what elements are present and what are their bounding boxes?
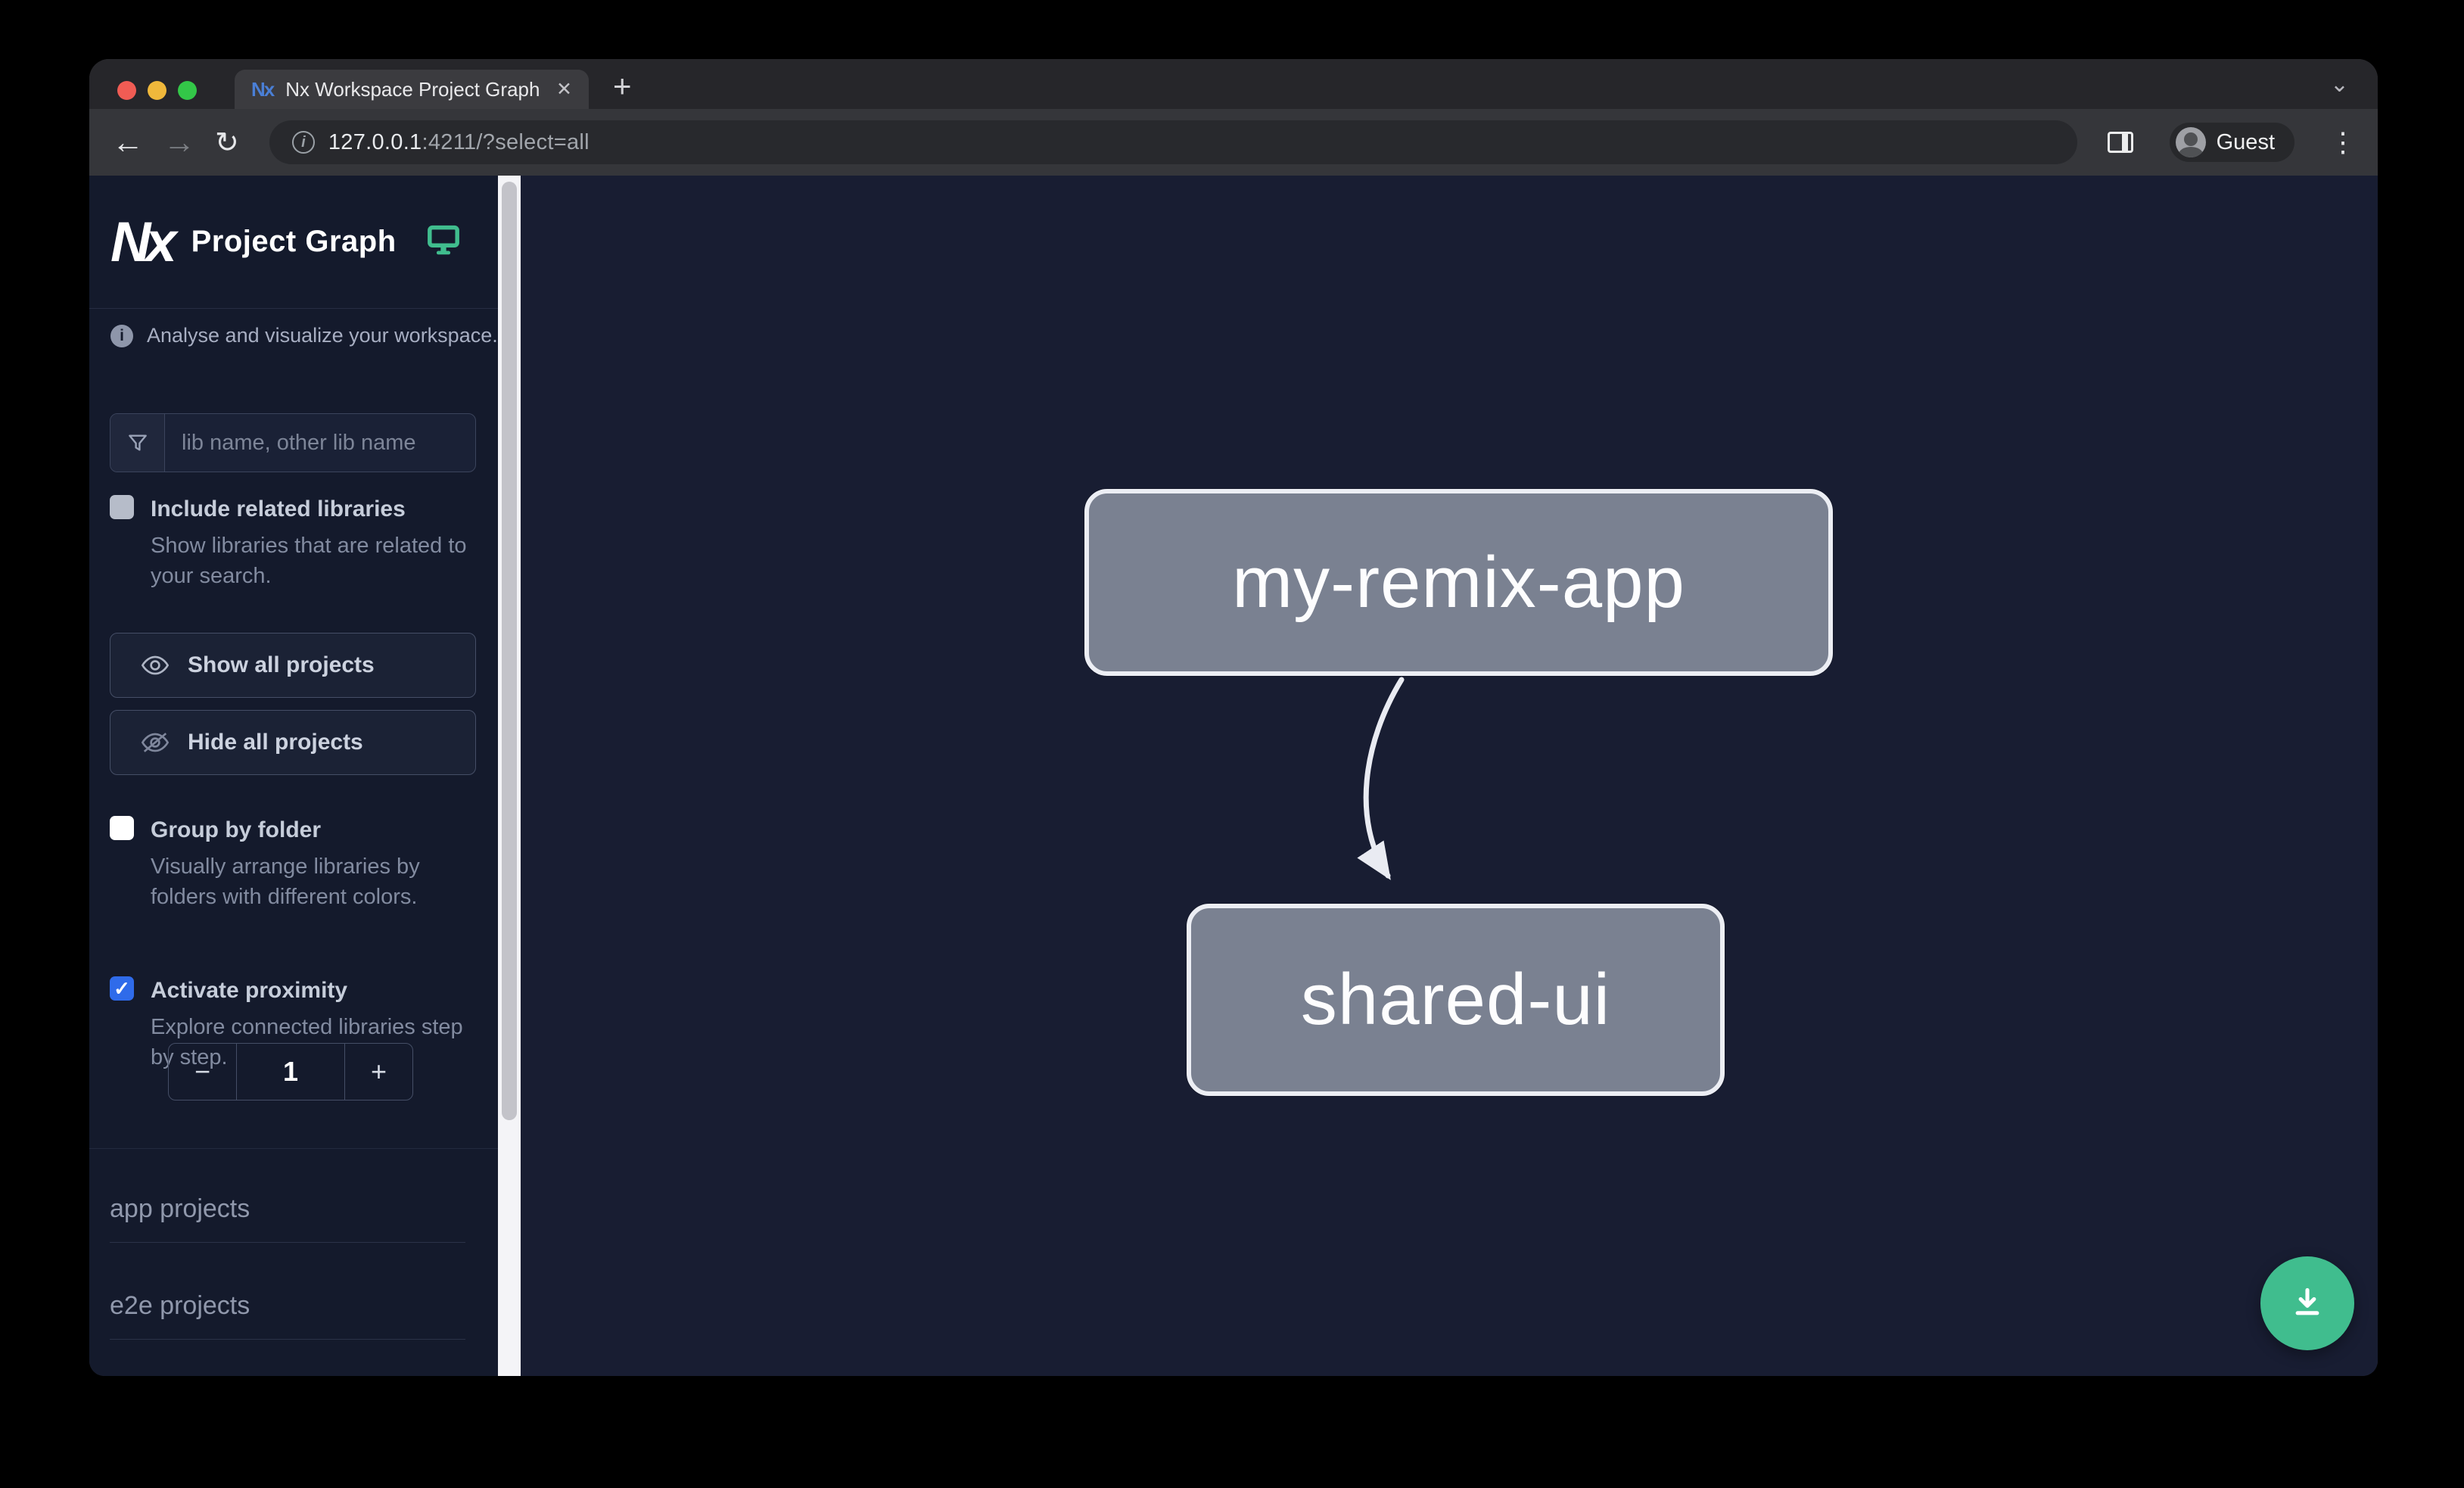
close-window-button[interactable] [117,81,136,100]
filter-icon [110,414,165,472]
info-icon: i [110,324,133,347]
proximity-increment-button[interactable]: + [344,1044,412,1100]
hide-all-projects-button[interactable]: Hide all projects [110,710,476,775]
forward-button[interactable]: → [163,124,195,160]
section-divider [110,1242,465,1243]
group-by-folder-option: ✓ Group by folder Visually arrange libra… [110,814,465,912]
profile-button[interactable]: Guest [2169,123,2294,162]
activate-proximity-label: Activate proximity [151,978,348,1003]
sidebar: Nx Project Graph i Analyse and visualize… [89,176,498,1376]
app-projects-section: app projects [110,1194,465,1243]
avatar-icon [2175,127,2206,157]
workspace-tagline: i Analyse and visualize your workspace. [110,324,498,347]
proximity-value: 1 [282,1056,299,1087]
proximity-decrement-button[interactable]: − [169,1044,237,1100]
tab-close-icon[interactable]: ✕ [556,79,572,100]
sidebar-scrollbar[interactable] [498,176,521,1376]
e2e-projects-section: e2e projects [110,1291,465,1340]
graph-node-my-remix-app[interactable]: my-remix-app [1084,489,1833,676]
download-icon [2295,1287,2319,1315]
show-all-projects-label: Show all projects [188,652,375,677]
nx-favicon-icon: Nx [251,77,275,101]
tab-search-chevron-icon[interactable]: ⌄ [2329,72,2349,97]
url-text[interactable]: 127.0.0.1:4211/?select=all [328,130,590,155]
group-by-folder-checkbox[interactable]: ✓ [110,816,134,840]
side-panel-icon[interactable] [2107,132,2133,153]
eye-off-icon [141,733,170,752]
node-label: my-remix-app [1232,541,1685,623]
include-related-label: Include related libraries [151,497,406,521]
graph-node-shared-ui[interactable]: shared-ui [1187,904,1725,1096]
maximize-window-button[interactable] [178,81,197,100]
e2e-projects-heading: e2e projects [110,1291,250,1320]
site-info-icon[interactable]: i [291,131,315,154]
show-all-projects-button[interactable]: Show all projects [110,633,476,698]
search-input[interactable] [165,414,475,472]
include-related-checkbox[interactable]: ✓ [110,495,134,519]
address-bar[interactable]: i 127.0.0.1:4211/?select=all [269,120,2077,164]
profile-label: Guest [2216,129,2275,154]
minimize-window-button[interactable] [148,81,166,100]
library-filter [110,413,476,472]
activate-proximity-description: Explore connected libraries step by step… [151,1015,463,1070]
include-related-description: Show libraries that are related to your … [151,534,467,589]
eye-icon [141,655,170,675]
sidebar-divider [89,1148,498,1149]
tagline-text: Analyse and visualize your workspace. [147,324,498,347]
section-divider [110,1339,465,1340]
group-by-folder-label: Group by folder [151,817,321,842]
scrollbar-thumb[interactable] [502,182,517,1120]
tab-strip: Nx Nx Workspace Project Graph ✕ + ⌄ [89,59,2378,109]
browser-toolbar: ← → ↻ i 127.0.0.1:4211/?select=all Guest… [89,109,2378,176]
monitor-icon [427,225,460,259]
new-tab-button[interactable]: + [613,68,632,104]
tab-title: Nx Workspace Project Graph [285,77,540,101]
hide-all-projects-label: Hide all projects [188,730,363,755]
proximity-stepper: − 1 + [168,1043,413,1100]
include-related-option: ✓ Include related libraries Show librari… [110,493,467,591]
activate-proximity-checkbox[interactable]: ✓ [110,976,134,1001]
browser-menu-icon[interactable]: ⋮ [2329,126,2357,157]
browser-window: Nx Nx Workspace Project Graph ✕ + ⌄ ← → … [89,59,2378,1376]
page-title: Project Graph [191,225,397,258]
url-host: 127.0.0.1 [328,129,422,154]
sidebar-header: Nx Project Graph [89,176,498,309]
download-graph-button[interactable] [2260,1256,2354,1350]
reload-button[interactable]: ↻ [215,126,239,159]
edge-my-remix-app-to-shared-ui [1357,677,1405,880]
nx-logo: Nx [110,210,177,273]
app-projects-heading: app projects [110,1194,250,1223]
project-graph-canvas[interactable]: my-remix-app shared-ui [521,176,2378,1376]
activate-proximity-option: ✓ Activate proximity Explore connected l… [110,975,465,1072]
tab-nx-workspace[interactable]: Nx Nx Workspace Project Graph ✕ [235,70,589,109]
node-label: shared-ui [1300,959,1611,1040]
group-by-folder-description: Visually arrange libraries by folders wi… [151,855,420,910]
url-path: :4211/?select=all [422,129,590,154]
back-button[interactable]: ← [112,124,144,160]
page-content: Nx Project Graph i Analyse and visualize… [89,176,2378,1376]
